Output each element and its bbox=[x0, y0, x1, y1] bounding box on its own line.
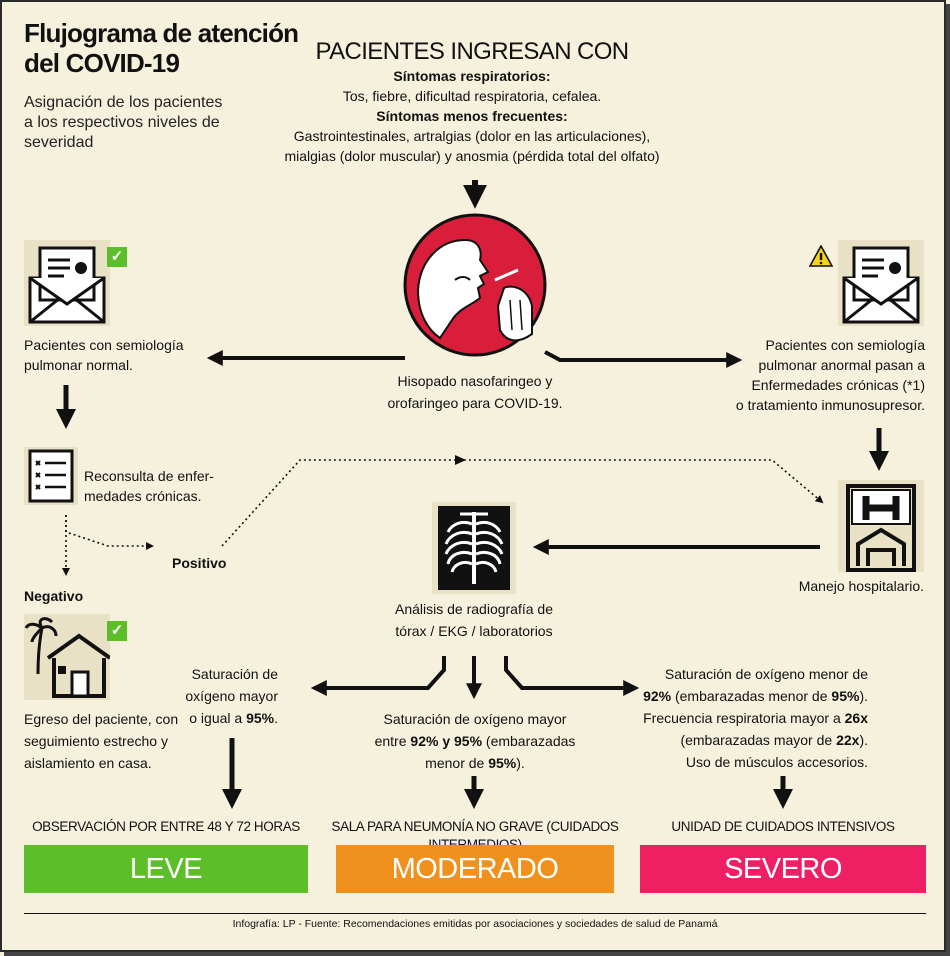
swab-line-1: Hisopado nasofaringeo y bbox=[397, 373, 553, 389]
hospital-caption: Manejo hospitalario. bbox=[798, 578, 924, 594]
footer-rule bbox=[24, 913, 926, 914]
entry-heading: PACIENTES INGRESAN CON bbox=[315, 38, 629, 65]
abnormal-line-4: o tratamiento inmunosupresor. bbox=[735, 397, 925, 413]
sat-low-caption: Saturación de oxígeno menor de 92% (emba… bbox=[610, 663, 868, 773]
sat-low-line-4: (embarazadas mayor de 22x). bbox=[610, 729, 868, 751]
abnormal-line-3: Enfermedades crónicas (*1) bbox=[751, 377, 925, 393]
sat-low-line-2: 92% (embarazadas menor de 95%). bbox=[610, 685, 868, 707]
sat-low-line-1: Saturación de oxígeno menor de bbox=[664, 666, 868, 682]
abnormal-line-2: pulmonar anormal pasan a bbox=[758, 357, 925, 373]
positivo-label: Positivo bbox=[172, 555, 227, 571]
envelope-document-icon bbox=[24, 240, 110, 326]
sat-low-line-2a: 92% bbox=[643, 688, 672, 704]
title-line-1: Flujograma de atención bbox=[24, 18, 299, 48]
entry-resp-text: Tos, fiebre, dificultad respiratoria, ce… bbox=[342, 88, 602, 104]
entry-less-line-2: mialgias (dolor muscular) y anosmia (pér… bbox=[284, 148, 660, 164]
sat-low-line-2d: ). bbox=[859, 688, 868, 704]
subtitle: Asignación de los pacientes a los respec… bbox=[24, 93, 222, 153]
chest-xray-icon bbox=[432, 502, 516, 594]
leve-label: LEVE bbox=[129, 852, 203, 885]
sat-high-line-3b: 95% bbox=[246, 710, 275, 726]
sat-mid-line-2a: entre bbox=[374, 733, 411, 749]
check-badge-icon: ✓ bbox=[107, 621, 127, 641]
sat-high-line-3: o igual a 95%. bbox=[150, 707, 278, 729]
abnormal-line-1: Pacientes con semiología bbox=[765, 337, 925, 353]
sat-low-line-2c: 95% bbox=[831, 688, 860, 704]
entry-less-label: Síntomas menos frecuentes: bbox=[376, 108, 568, 124]
warning-icon bbox=[809, 245, 833, 267]
nasal-swab-icon bbox=[403, 213, 547, 357]
sat-low-line-5: Uso de músculos accesorios. bbox=[685, 754, 868, 770]
entry-resp-label: Síntomas respiratorios: bbox=[393, 68, 551, 84]
sat-mid-line-3: menor de 95%). bbox=[334, 752, 616, 774]
sat-mid-line-2: entre 92% y 95% (embarazadas bbox=[334, 730, 616, 752]
abnormal-caption: Pacientes con semiología pulmonar anorma… bbox=[680, 335, 925, 415]
arrow-to-abnormal bbox=[544, 350, 743, 368]
sat-mid-line-3b: 95% bbox=[488, 755, 517, 771]
entry-block: PACIENTES INGRESAN CON Síntomas respirat… bbox=[272, 38, 672, 166]
reconsult-line-2: medades crónicas. bbox=[84, 488, 202, 504]
reconsult-caption: Reconsulta de enfer- medades crónicas. bbox=[84, 466, 214, 506]
sat-low-line-2b: (embarazadas menor de bbox=[671, 688, 832, 704]
sat-mid-line-2b: 92% y 95% bbox=[410, 733, 483, 749]
subtitle-line-1: Asignación de los pacientes bbox=[24, 94, 223, 111]
normal-line-2: pulmonar normal. bbox=[24, 357, 133, 373]
discharge-line-3: aislamiento en casa. bbox=[24, 755, 152, 771]
subtitle-line-2: a los respectivos niveles de bbox=[24, 114, 220, 131]
sat-high-line-2: oxígeno mayor bbox=[185, 688, 278, 704]
normal-line-1: Pacientes con semiología bbox=[24, 337, 184, 353]
sat-high-line-1: Saturación de bbox=[191, 666, 278, 682]
negativo-label: Negativo bbox=[24, 588, 84, 604]
sat-mid-caption: Saturación de oxígeno mayor entre 92% y … bbox=[334, 708, 616, 774]
check-badge-icon: ✓ bbox=[107, 247, 127, 267]
house-palm-icon bbox=[24, 614, 110, 700]
sat-low-line-4a: (embarazadas mayor de bbox=[680, 732, 837, 748]
xray-line-1: Análisis de radiografía de bbox=[395, 601, 553, 617]
sat-low-line-4c: ). bbox=[859, 732, 868, 748]
entry-less-line-1: Gastrointestinales, artralgias (dolor en… bbox=[293, 128, 651, 144]
swab-line-2: orofaringeo para COVID-19. bbox=[387, 395, 563, 411]
xray-caption: Análisis de radiografía de tórax / EKG /… bbox=[354, 598, 594, 642]
dotted-to-positivo bbox=[65, 515, 154, 550]
sat-mid-line-2c: (embarazadas bbox=[482, 733, 576, 749]
subtitle-line-3: severidad bbox=[24, 134, 94, 151]
discharge-line-1: Egreso del paciente, con bbox=[24, 711, 179, 727]
sat-high-line-3c: . bbox=[274, 710, 278, 726]
leve-caption: OBSERVACIÓN POR ENTRE 48 Y 72 HORAS bbox=[32, 819, 300, 834]
xray-line-2: tórax / EKG / laboratorios bbox=[395, 623, 553, 639]
severo-band: SEVERO bbox=[640, 845, 926, 893]
sat-low-line-3b: 26x bbox=[844, 710, 868, 726]
sat-low-line-3a: Frecuencia respiratoria mayor a bbox=[643, 710, 845, 726]
discharge-line-2: seguimiento estrecho y bbox=[24, 733, 168, 749]
sat-low-line-3: Frecuencia respiratoria mayor a 26x bbox=[610, 707, 868, 729]
hospital-icon bbox=[838, 480, 924, 572]
sat-mid-line-3a: menor de bbox=[425, 755, 489, 771]
moderado-band: MODERADO bbox=[336, 845, 614, 893]
abnormal-envelope-document-icon bbox=[838, 240, 924, 326]
footer-credit: Infografía: LP - Fuente: Recomendaciones… bbox=[232, 918, 718, 930]
sat-mid-line-1: Saturación de oxígeno mayor bbox=[383, 711, 567, 727]
arrow-to-severo-branch bbox=[504, 656, 640, 696]
reconsult-line-1: Reconsulta de enfer- bbox=[84, 468, 214, 484]
swab-caption: Hisopado nasofaringeo y orofaringeo para… bbox=[372, 370, 578, 414]
sat-mid-line-3c: ). bbox=[516, 755, 525, 771]
normal-caption: Pacientes con semiología pulmonar normal… bbox=[24, 335, 184, 375]
sat-high-caption: Saturación de oxígeno mayor o igual a 95… bbox=[150, 663, 278, 729]
title-line-2: del COVID-19 bbox=[24, 48, 180, 78]
sat-low-line-4b: 22x bbox=[836, 732, 860, 748]
leve-band: LEVE bbox=[24, 845, 308, 893]
severo-label: SEVERO bbox=[724, 852, 842, 885]
dotted-to-hospital bbox=[221, 459, 824, 547]
severo-caption: UNIDAD DE CUIDADOS INTENSIVOS bbox=[671, 819, 895, 834]
arrow-to-leve-branch bbox=[310, 656, 446, 696]
discharge-caption: Egreso del paciente, con seguimiento est… bbox=[24, 708, 178, 774]
page-title: Flujograma de atención del COVID-19 bbox=[24, 18, 299, 78]
moderado-label: MODERADO bbox=[391, 852, 559, 885]
sat-high-line-3a: o igual a bbox=[189, 710, 247, 726]
checklist-icon bbox=[24, 447, 78, 505]
